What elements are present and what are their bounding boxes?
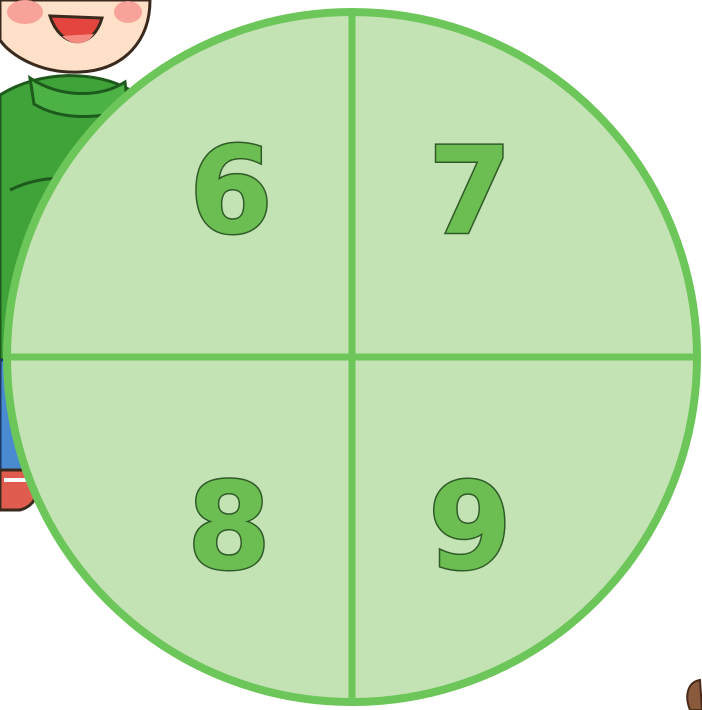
spinner-number-7: 7 [428, 123, 512, 262]
spinner-number-8: 8 [187, 459, 271, 598]
number-spinner: 6 7 8 9 [7, 12, 697, 702]
corner-object-illustration [687, 680, 702, 710]
spinner-number-6: 6 [189, 123, 273, 262]
spinner-number-9: 9 [428, 459, 512, 598]
